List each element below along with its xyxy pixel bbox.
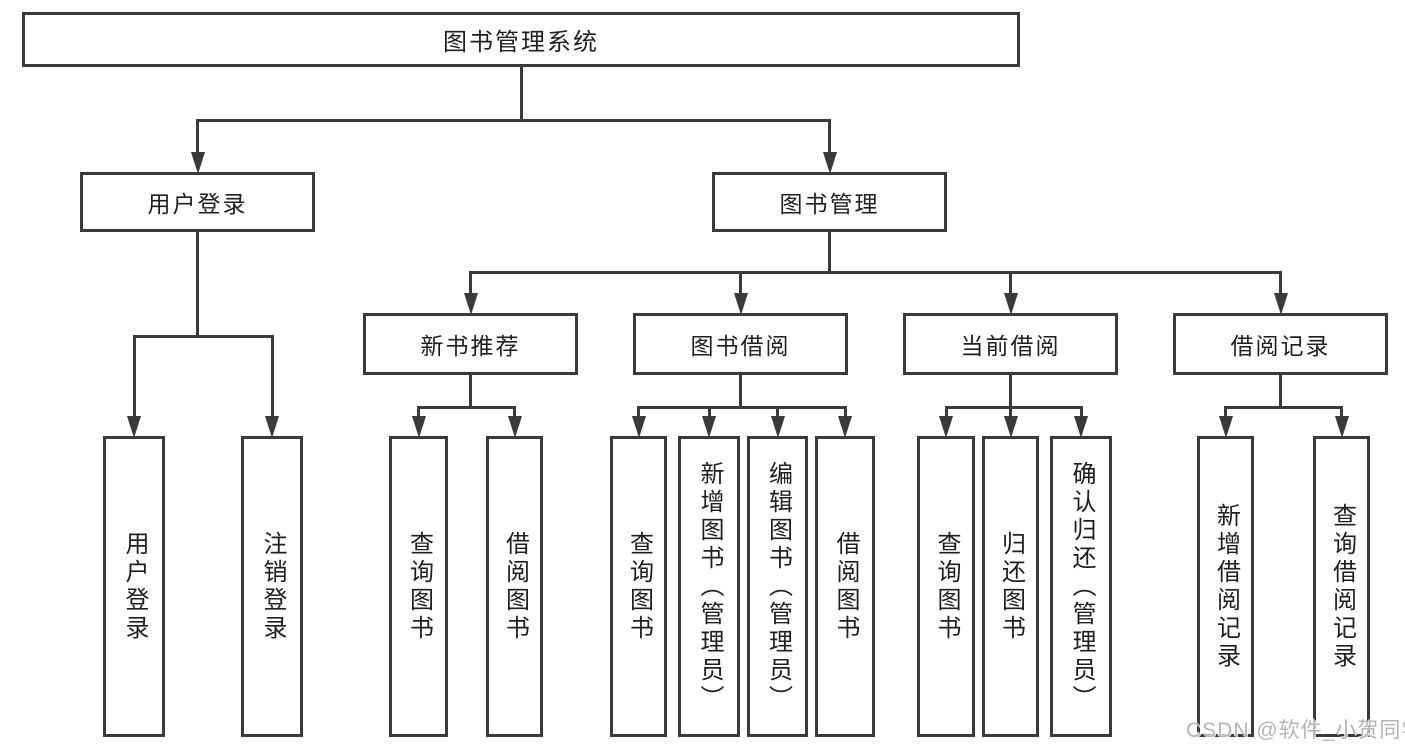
node-leaf-query-books-2: 查询图书 [610, 436, 667, 737]
node-label: 用户登录 [121, 530, 148, 643]
arrowhead-down-icon [1003, 293, 1018, 315]
edge-trunk-book-management [828, 232, 831, 274]
node-label: 用户登录 [147, 191, 248, 217]
node-label: 新增借阅记录 [1212, 502, 1240, 671]
edge-bus-current-borrowing [944, 406, 1083, 409]
edge-stem-borrowing-records [1279, 274, 1282, 297]
arrowhead-down-icon [939, 416, 953, 438]
arrowhead-down-icon [127, 416, 141, 438]
edge-stem-current-borrowing [1009, 274, 1012, 297]
arrowhead-down-icon [463, 293, 478, 315]
arrowhead-down-icon [1003, 416, 1018, 438]
node-leaf-add-books: 新增图书（管理员） [678, 436, 740, 737]
edge-stem-leaf-query-books-1 [417, 409, 420, 420]
edge-stem-leaf-return-books [1009, 409, 1012, 420]
arrowhead-down-icon [631, 416, 646, 438]
node-label: 查询图书 [405, 530, 433, 643]
edge-stem-leaf-query-borrow-record [1340, 409, 1343, 420]
node-leaf-edit-books: 编辑图书（管理员） [747, 436, 808, 737]
edge-stem-leaf-add-books [707, 409, 711, 420]
arrowhead-down-icon [770, 416, 785, 438]
node-label: 当前借阅 [960, 333, 1061, 359]
node-label: 归还图书 [997, 530, 1025, 643]
arrowhead-down-icon [507, 416, 522, 438]
arrowhead-down-icon [190, 152, 205, 174]
arrowhead-down-icon [822, 152, 837, 174]
node-label: 查询借阅记录 [1328, 502, 1356, 671]
node-leaf-logout: 注销登录 [241, 436, 303, 737]
node-leaf-add-borrow-record: 新增借阅记录 [1197, 436, 1254, 737]
node-leaf-borrow-books-2: 借阅图书 [815, 436, 875, 737]
node-leaf-user-login: 用户登录 [103, 436, 165, 737]
node-label: 查询图书 [625, 530, 653, 643]
edge-stem-leaf-borrow-books-2 [843, 409, 847, 420]
node-leaf-query-books-1: 查询图书 [389, 436, 448, 737]
node-leaf-return-books: 归还图书 [982, 436, 1039, 737]
edge-stem-leaf-user-login [132, 338, 136, 420]
node-label: 图书管理系统 [443, 29, 599, 56]
node-label: 借阅图书 [832, 530, 859, 643]
node-leaf-query-borrow-record: 查询借阅记录 [1313, 436, 1370, 737]
edge-stem-book-borrowing [739, 274, 742, 297]
arrowhead-down-icon [1074, 416, 1088, 438]
node-label: 图书借阅 [690, 333, 791, 359]
node-book-borrowing: 图书借阅 [633, 313, 848, 375]
edge-stem-book-management [828, 122, 831, 156]
arrowhead-down-icon [733, 293, 748, 315]
node-label: 确认归还（管理员） [1068, 460, 1095, 713]
edge-trunk-root [519, 67, 523, 122]
arrowhead-down-icon [1273, 293, 1288, 315]
node-new-book-recommend: 新书推荐 [363, 313, 578, 375]
edge-bus-book-borrowing [637, 406, 847, 409]
edge-stem-leaf-borrow-books-1 [513, 409, 516, 420]
edge-trunk-book-borrowing [739, 375, 742, 409]
node-label: 注销登录 [259, 530, 286, 643]
arrowhead-down-icon [411, 416, 426, 438]
edge-stem-leaf-query-books-3 [944, 409, 948, 420]
edge-stem-leaf-add-borrow-record [1224, 409, 1227, 420]
edge-trunk-borrowing-records [1279, 375, 1282, 409]
node-root: 图书管理系统 [22, 12, 1020, 67]
node-current-borrowing: 当前借阅 [903, 313, 1118, 375]
node-label: 新增图书（管理员） [696, 460, 723, 713]
node-label: 借阅记录 [1230, 333, 1331, 359]
watermark: CSDN @软件_小贺同学 [1186, 719, 1405, 742]
node-label: 借阅图书 [501, 530, 529, 643]
edge-bus-borrowing-records [1224, 406, 1343, 409]
node-label: 查询图书 [933, 530, 960, 643]
node-borrowing-records: 借阅记录 [1173, 313, 1388, 375]
edge-trunk-user-login [196, 232, 199, 338]
edge-stem-new-book-recommend [469, 274, 472, 297]
edge-bus-book-management [469, 271, 1282, 274]
edge-bus-root [196, 119, 831, 122]
edge-bus-user-login [132, 335, 274, 338]
node-label: 编辑图书（管理员） [764, 460, 792, 713]
edge-trunk-current-borrowing [1009, 375, 1012, 409]
node-book-management: 图书管理 [712, 172, 947, 232]
edge-stem-user-login [196, 122, 199, 156]
node-user-login: 用户登录 [80, 172, 315, 232]
arrowhead-down-icon [702, 416, 716, 438]
node-label: 新书推荐 [420, 333, 521, 359]
edge-bus-new-book-recommend [417, 406, 516, 409]
node-leaf-query-books-3: 查询图书 [917, 436, 975, 737]
edge-stem-leaf-logout [270, 338, 274, 420]
node-label: 图书管理 [779, 191, 880, 217]
edge-stem-leaf-edit-books [776, 409, 779, 420]
arrowhead-down-icon [1218, 416, 1233, 438]
arrowhead-down-icon [265, 416, 279, 438]
edge-trunk-new-book-recommend [469, 375, 472, 409]
edge-stem-leaf-confirm-return [1079, 409, 1083, 420]
edge-stem-leaf-query-books-2 [637, 409, 640, 420]
node-leaf-confirm-return: 确认归还（管理员） [1050, 436, 1112, 737]
node-leaf-borrow-books-1: 借阅图书 [486, 436, 543, 737]
arrowhead-down-icon [838, 416, 852, 438]
arrowhead-down-icon [1334, 416, 1349, 438]
